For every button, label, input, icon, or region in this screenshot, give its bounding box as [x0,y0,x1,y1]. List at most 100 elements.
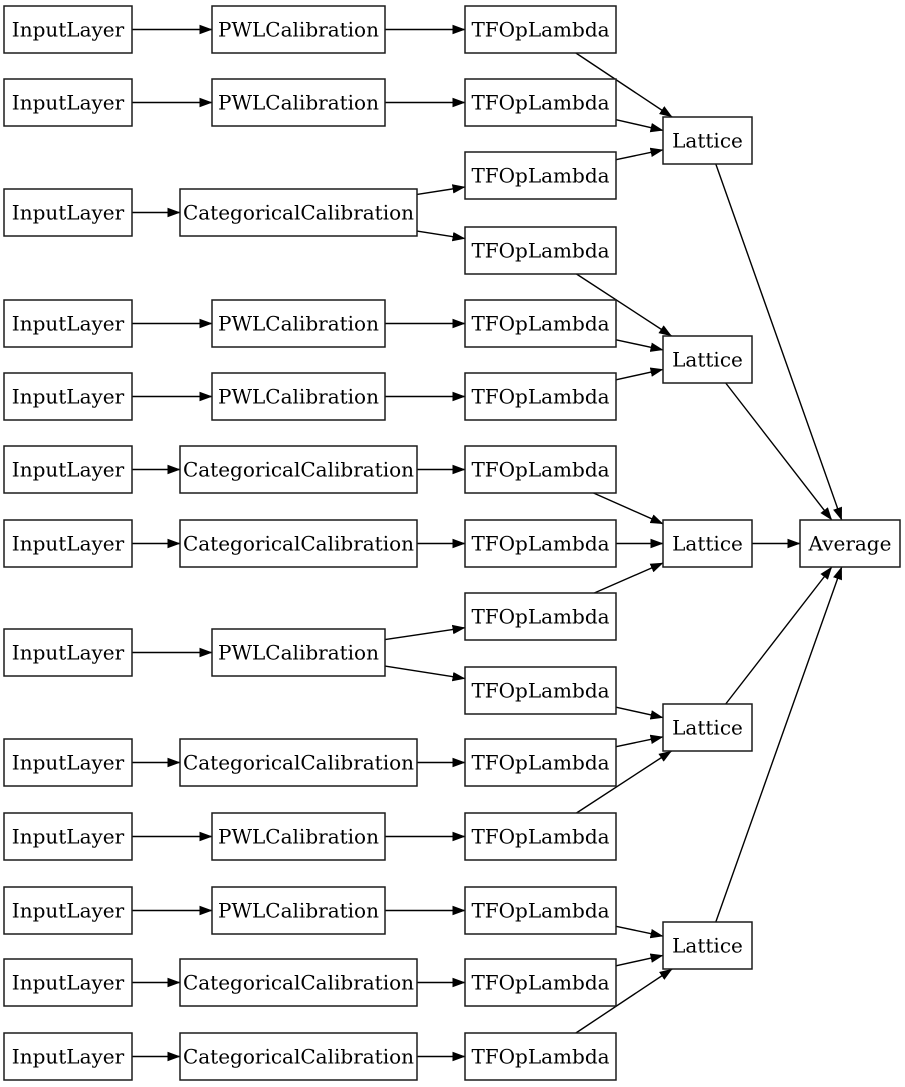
node-categoricalcalibration-c3: CategoricalCalibration [179,188,418,237]
node-box [211,299,386,348]
node-label: PWLCalibration [218,899,379,923]
node-tfoplambda-t8: TFOpLambda [464,519,617,568]
node-inputlayer-in1: InputLayer [3,5,133,54]
node-tfoplambda-t15: TFOpLambda [464,1032,617,1081]
edge-c8-to-t9 [384,624,466,641]
node-label: TFOpLambda [471,91,609,115]
node-pwlcalibration-c2: PWLCalibration [211,78,386,127]
node-tfoplambda-t9: TFOpLambda [464,592,617,641]
node-lattice-l4: Lattice [662,703,753,752]
node-label: InputLayer [12,751,125,775]
node-average-avg: Average [799,519,901,568]
node-label: TFOpLambda [471,825,609,849]
edge-l4-to-avg [725,566,833,705]
node-box [3,1032,133,1081]
node-box [179,1032,418,1081]
node-pwlcalibration-c5: PWLCalibration [211,372,386,421]
node-label: InputLayer [12,385,125,409]
node-label: Lattice [672,129,743,153]
edge-t6-to-l2 [615,367,664,381]
edge-l5-to-avg [715,566,843,923]
node-box [464,372,617,421]
node-box [464,78,617,127]
node-box [179,958,418,1007]
node-label: Lattice [672,532,743,556]
edge-t10-to-l4 [615,706,664,720]
edge-t13-to-l5 [615,925,664,939]
node-label: CategoricalCalibration [183,1045,414,1069]
node-tfoplambda-t10: TFOpLambda [464,666,617,715]
node-label: InputLayer [12,532,125,556]
node-label: InputLayer [12,641,125,665]
node-box [464,886,617,935]
edge-c3-to-t4 [416,230,466,242]
node-box [179,445,418,494]
node-categoricalcalibration-c6: CategoricalCalibration [179,445,418,494]
node-inputlayer-in12: InputLayer [3,958,133,1007]
node-tfoplambda-t12: TFOpLambda [464,812,617,861]
node-label: CategoricalCalibration [183,201,414,225]
node-categoricalcalibration-c13: CategoricalCalibration [179,1032,418,1081]
node-inputlayer-in4: InputLayer [3,299,133,348]
node-label: CategoricalCalibration [183,532,414,556]
node-label: PWLCalibration [218,312,379,336]
edge-t3-to-l1 [615,147,664,161]
node-label: TFOpLambda [471,385,609,409]
node-label: InputLayer [12,312,125,336]
node-box [179,188,418,237]
edge-c3-to-t3 [416,184,466,196]
node-box [662,921,753,970]
node-box [211,372,386,421]
node-label: InputLayer [12,201,125,225]
edge-t5-to-l2 [615,339,664,352]
node-lattice-l5: Lattice [662,921,753,970]
node-tfoplambda-t6: TFOpLambda [464,372,617,421]
node-label: TFOpLambda [471,532,609,556]
node-box [662,335,753,384]
node-box [464,226,617,275]
node-box [3,812,133,861]
node-tfoplambda-t7: TFOpLambda [464,445,617,494]
node-label: InputLayer [12,18,125,42]
node-pwlcalibration-c8: PWLCalibration [211,628,386,677]
node-box [3,78,133,127]
node-label: TFOpLambda [471,605,609,629]
edge-t7-to-l3 [593,492,664,525]
node-box [211,812,386,861]
node-categoricalcalibration-c9: CategoricalCalibration [179,738,418,787]
node-label: Lattice [672,716,743,740]
node-label: CategoricalCalibration [183,971,414,995]
node-box [3,5,133,54]
node-label: InputLayer [12,971,125,995]
node-tfoplambda-t11: TFOpLambda [464,738,617,787]
node-tfoplambda-t13: TFOpLambda [464,886,617,935]
nodes-layer: InputLayerInputLayerInputLayerInputLayer… [3,5,901,1081]
node-label: InputLayer [12,1045,125,1069]
node-box [179,519,418,568]
node-lattice-l2: Lattice [662,335,753,384]
node-tfoplambda-t3: TFOpLambda [464,151,617,200]
edge-c8-to-t10 [384,665,466,682]
node-pwlcalibration-c11: PWLCalibration [211,886,386,935]
node-box [3,886,133,935]
node-box [464,151,617,200]
node-pwlcalibration-c10: PWLCalibration [211,812,386,861]
node-box [3,519,133,568]
node-box [662,703,753,752]
node-inputlayer-in9: InputLayer [3,738,133,787]
node-inputlayer-in7: InputLayer [3,519,133,568]
node-box [464,958,617,1007]
node-categoricalcalibration-c7: CategoricalCalibration [179,519,418,568]
node-box [211,886,386,935]
node-label: CategoricalCalibration [183,751,414,775]
node-label: Lattice [672,934,743,958]
node-box [464,812,617,861]
node-box [3,738,133,787]
edge-l1-to-avg [715,163,843,521]
node-label: InputLayer [12,825,125,849]
edge-t12-to-l4 [576,750,672,814]
edge-t11-to-l4 [615,734,664,748]
node-box [464,519,617,568]
